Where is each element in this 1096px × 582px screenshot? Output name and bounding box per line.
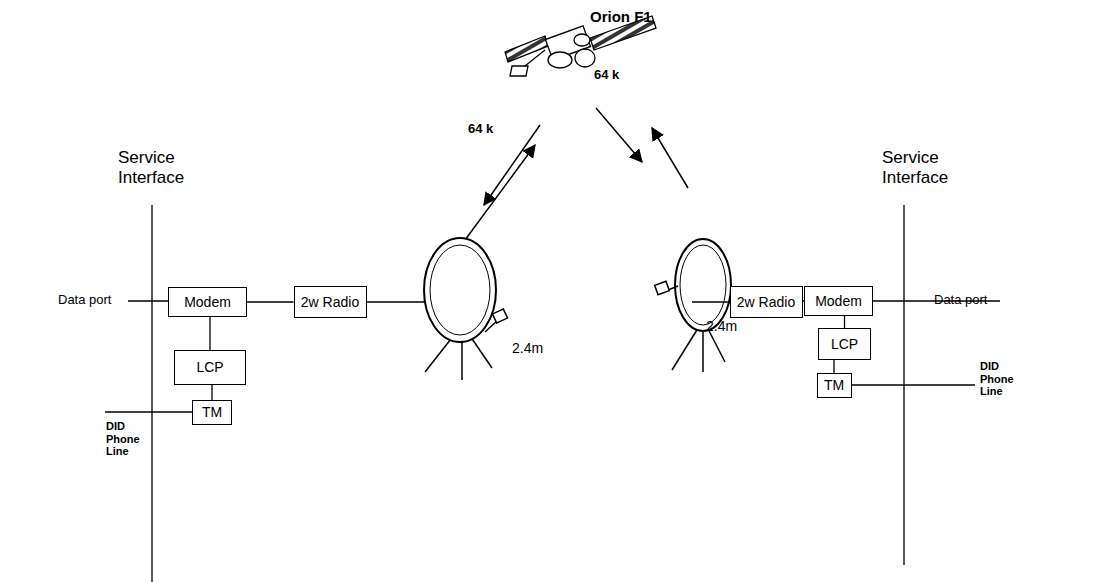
box-label: 2w Radio [737, 294, 795, 310]
process-box: LCP [818, 328, 871, 360]
box-label: Modem [815, 293, 862, 309]
satellite-name: Orion F1 [590, 8, 680, 25]
process-box: 2w Radio [730, 286, 803, 318]
connector [211, 385, 212, 400]
process-box: 2w Radio [294, 286, 367, 318]
dish-antenna [655, 239, 731, 372]
connector [247, 301, 294, 302]
process-box: TM [817, 373, 852, 398]
wires [105, 205, 1000, 582]
data-rate: 64 k [594, 68, 644, 83]
uplink-arrows [465, 108, 688, 240]
dish-antenna [424, 238, 508, 380]
box-label: TM [824, 377, 844, 393]
box-label: 2w Radio [301, 294, 359, 310]
box-label: Modem [184, 294, 231, 310]
connector [833, 360, 834, 373]
antenna-size: 2.4m [706, 318, 756, 334]
interface-label: Service Interface [882, 148, 962, 187]
process-box: TM [192, 400, 232, 425]
process-box: Modem [168, 287, 247, 317]
box-label: TM [202, 404, 222, 420]
antenna-size: 2.4m [512, 340, 562, 356]
line-label: DID Phone Line [106, 420, 156, 458]
box-label: LCP [196, 359, 223, 375]
data-rate: 64 k [468, 122, 518, 137]
box-label: LCP [831, 336, 858, 352]
connector [844, 316, 845, 328]
process-box: LCP [174, 350, 246, 385]
process-box: Modem [804, 286, 873, 316]
line-label: DID Phone Line [980, 360, 1030, 398]
port-label: Data port [58, 293, 128, 308]
interface-label: Service Interface [118, 148, 198, 187]
port-label: Data port [934, 293, 1004, 308]
connector [209, 317, 210, 350]
